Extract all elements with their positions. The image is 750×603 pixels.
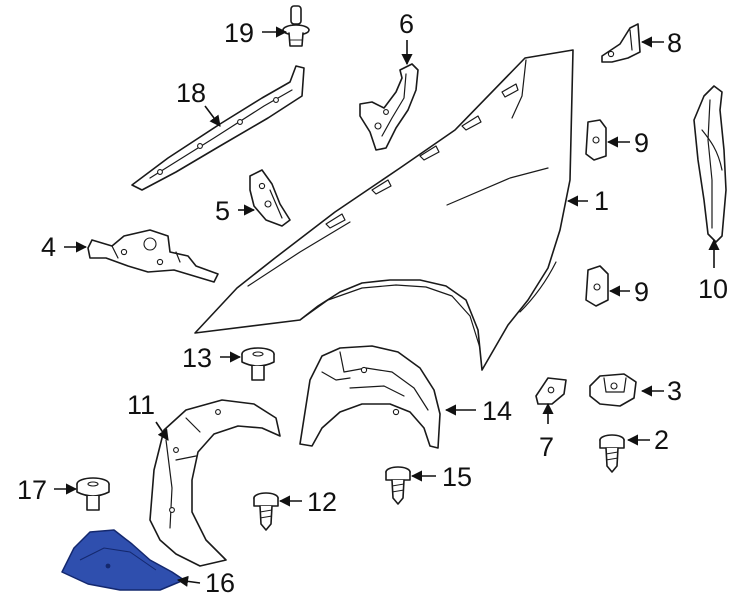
part-9-clip-upper <box>585 119 607 161</box>
part-7-clip-nut <box>535 377 567 405</box>
callout-14: 14 <box>482 396 512 426</box>
callout-6: 6 <box>399 9 414 39</box>
callout-9-lower: 9 <box>634 277 649 307</box>
leader-11 <box>155 421 169 441</box>
part-10-seal <box>693 85 727 243</box>
part-3-nut <box>589 373 637 407</box>
part-8-small-bracket <box>601 23 641 63</box>
callout-16: 16 <box>205 568 235 598</box>
part-16-shield-highlighted <box>61 529 185 591</box>
part-18-upper-bracket <box>131 65 305 191</box>
callout-8: 8 <box>667 28 682 58</box>
callout-2: 2 <box>654 425 669 455</box>
callout-5: 5 <box>215 196 230 226</box>
callout-labels: 1 2 3 4 5 6 7 8 9 9 10 11 12 13 14 15 16… <box>17 9 728 598</box>
part-5-bracket <box>249 169 291 227</box>
leader-lines <box>54 26 720 587</box>
part-19-push-clip <box>282 5 310 47</box>
part-13-clip <box>241 347 275 381</box>
callout-13: 13 <box>182 343 212 373</box>
leader-18 <box>204 105 221 127</box>
callout-4: 4 <box>41 232 56 262</box>
callout-3: 3 <box>667 376 682 406</box>
part-12-screw <box>253 492 279 531</box>
callout-15: 15 <box>442 462 472 492</box>
callout-19: 19 <box>224 18 254 48</box>
callout-12: 12 <box>307 487 337 517</box>
part-2-screw <box>599 434 625 473</box>
callout-9-upper: 9 <box>634 128 649 158</box>
callout-10: 10 <box>698 274 728 304</box>
part-6-bracket <box>359 63 419 151</box>
callout-18: 18 <box>176 78 206 108</box>
part-14-inner-housing <box>299 345 441 449</box>
callout-1: 1 <box>594 186 609 216</box>
part-15-screw <box>385 466 411 505</box>
part-17-clip <box>76 477 110 511</box>
leader-16 <box>176 575 201 587</box>
part-11-wheel-liner <box>149 399 281 567</box>
part-1-fender <box>194 49 574 371</box>
callout-7: 7 <box>539 432 554 462</box>
part-9-clip-lower <box>585 265 609 307</box>
callout-17: 17 <box>17 475 47 505</box>
part-4-mounting-plate <box>87 229 219 283</box>
callout-11: 11 <box>127 390 155 420</box>
